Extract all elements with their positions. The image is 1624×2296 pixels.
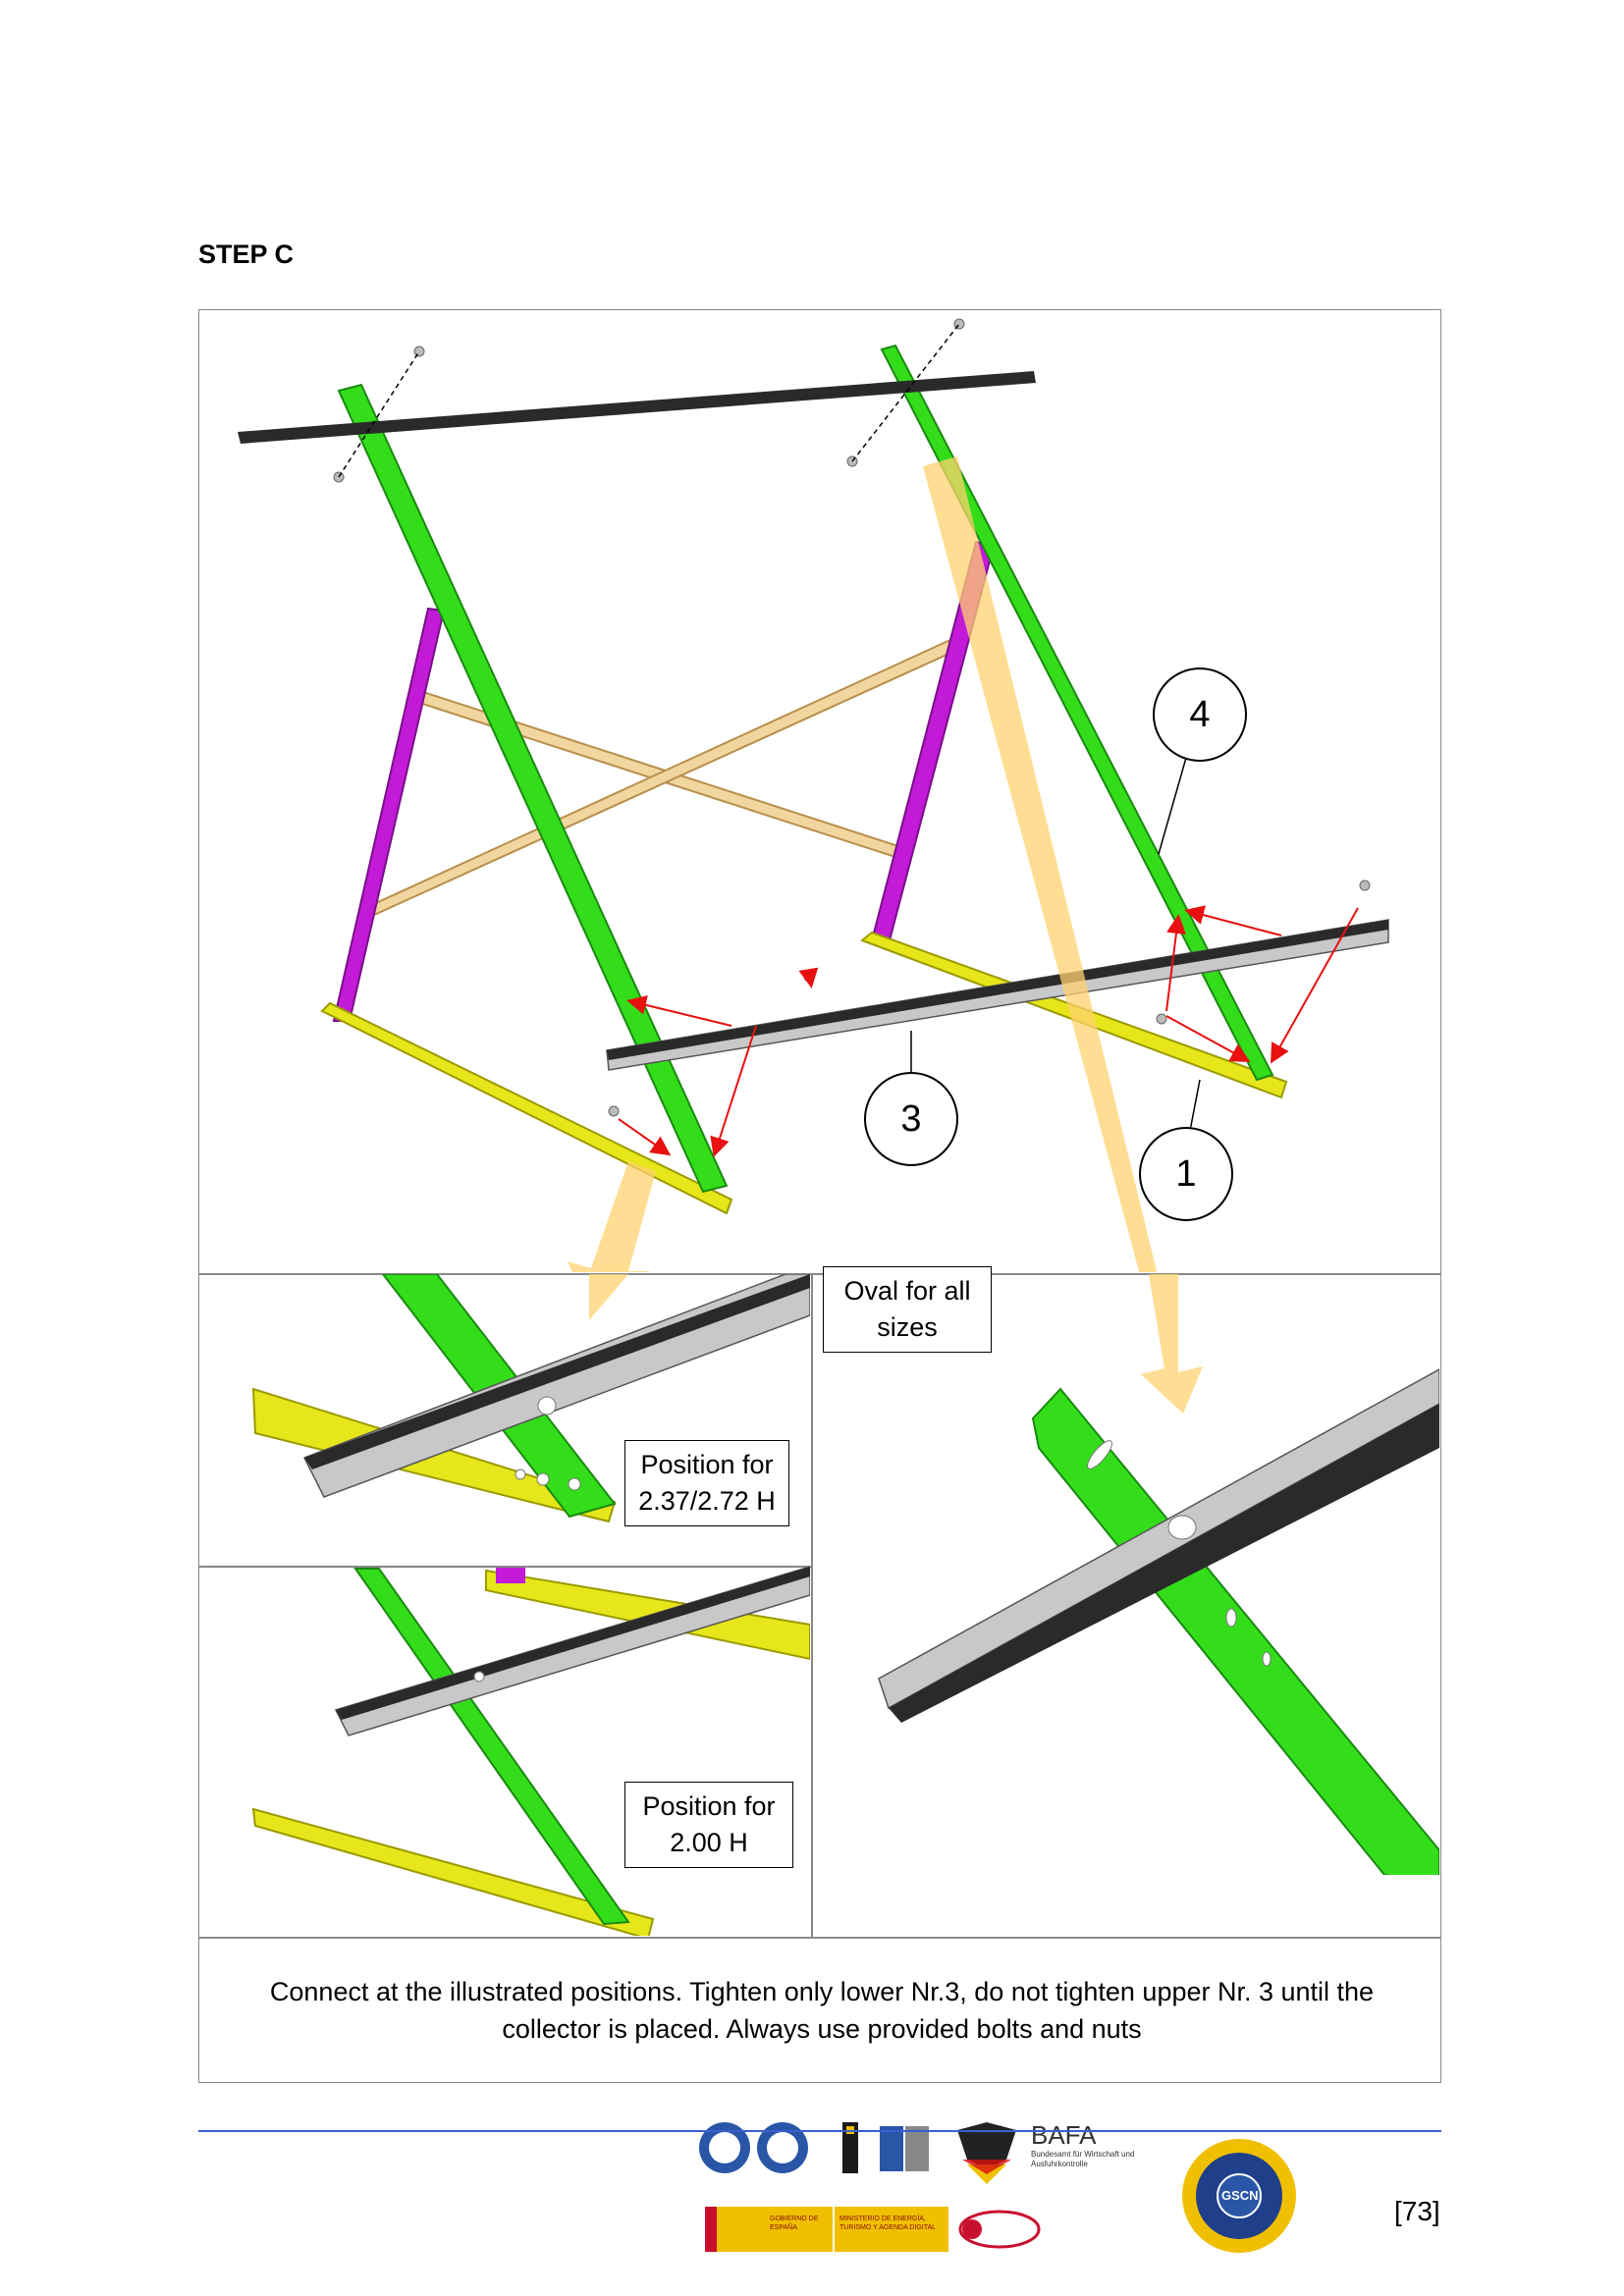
detail-upper-position bbox=[251, 1274, 810, 1523]
step-title: STEP C bbox=[198, 240, 295, 269]
illustration-frame bbox=[198, 309, 1441, 2083]
gscn-seal bbox=[1182, 2139, 1296, 2253]
position-lower-label: Position for 2.00 H bbox=[624, 1782, 793, 1868]
oval-label-text: Oval for all sizes bbox=[843, 1276, 971, 1342]
callout-4: 4 bbox=[1153, 667, 1247, 762]
detail-guide-arrow bbox=[1141, 1274, 1203, 1414]
divider-center bbox=[811, 1273, 813, 1938]
callout-leader bbox=[910, 750, 1201, 1132]
callout-1: 1 bbox=[1139, 1127, 1233, 1221]
green-leg bbox=[337, 344, 1274, 1194]
lower-rail bbox=[606, 919, 1389, 1071]
main-view bbox=[238, 318, 1389, 1272]
gscn-text: GSCN bbox=[1221, 2188, 1259, 2203]
ies-logo bbox=[958, 2210, 1041, 2249]
position-lower-text: Position for 2.00 H bbox=[642, 1791, 776, 1857]
footer-rule bbox=[198, 2130, 1441, 2132]
instruction-caption: Connect at the illustrated positions. Ti… bbox=[269, 1977, 1375, 2044]
logo-strip bbox=[699, 2122, 1296, 2253]
detail-oval-slot bbox=[878, 1368, 1439, 1875]
page-number: [73] bbox=[1394, 2196, 1440, 2226]
detail-guide-arrow bbox=[589, 1274, 628, 1320]
detail-lower-position bbox=[251, 1567, 810, 1936]
divider-left bbox=[198, 1566, 811, 1568]
cross-brace bbox=[359, 636, 959, 923]
top-rail bbox=[238, 371, 1036, 444]
divider-caption bbox=[198, 1937, 1441, 1939]
bafa-logo bbox=[957, 2122, 1016, 2184]
position-upper-text: Position for 2.37/2.72 H bbox=[638, 1450, 776, 1516]
position-upper-label: Position for 2.37/2.72 H bbox=[624, 1440, 789, 1526]
guide-arrow bbox=[568, 456, 1158, 1272]
gobierno-text: GOBIERNO DE ESPAÑA bbox=[770, 2216, 819, 2231]
callout-3: 3 bbox=[864, 1072, 958, 1166]
red-pointer bbox=[618, 905, 1359, 1157]
bafa-title: BAFA bbox=[1031, 2120, 1097, 2150]
divider-main bbox=[198, 1273, 1441, 1275]
bafa-subtitle: Bundesamt für Wirtschaft und Ausfuhrkont… bbox=[1031, 2150, 1135, 2168]
bolt-axis-line bbox=[338, 323, 960, 478]
certification-logo bbox=[699, 2122, 929, 2173]
oval-label: Oval for all sizes bbox=[823, 1266, 992, 1353]
spain-government-logo bbox=[705, 2207, 948, 2252]
ministerio-text: MINISTERIO DE ENERGÍA, TURISMO Y AGENDA … bbox=[839, 2216, 937, 2231]
